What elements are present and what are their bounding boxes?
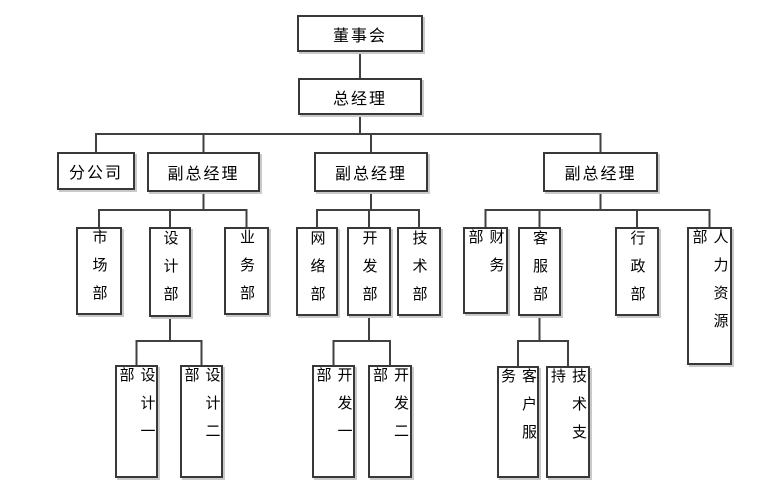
node-development-dept: 开发部 [347,227,391,316]
node-hr-dept: 人力资源部 [687,227,732,365]
node-development-dept-2: 开发二部 [368,365,412,478]
node-deputy-gm-2: 副总经理 [314,152,428,192]
node-development-dept-1: 开发一部 [312,365,355,478]
node-customer-service-dept: 客服部 [518,227,561,316]
node-finance-dept: 财务部 [463,227,508,314]
node-design-dept-2: 设计二部 [180,365,223,478]
node-deputy-gm-3: 副总经理 [543,152,658,192]
node-marketing-dept: 市场部 [76,227,122,315]
node-branch-company: 分公司 [57,152,135,190]
node-board-of-directors: 董事会 [297,15,423,52]
node-customer-service: 客户服务 [497,366,539,478]
node-general-manager: 总经理 [298,78,422,115]
node-design-dept-1: 设计一部 [115,365,158,478]
node-deputy-gm-1: 副总经理 [147,152,260,192]
node-business-dept: 业务部 [224,227,269,315]
node-admin-dept: 行政部 [615,227,659,316]
node-tech-support: 技术支持 [546,366,590,478]
node-network-dept: 网络部 [296,227,338,316]
node-design-dept: 设计部 [149,227,191,317]
node-technology-dept: 技术部 [397,227,441,316]
